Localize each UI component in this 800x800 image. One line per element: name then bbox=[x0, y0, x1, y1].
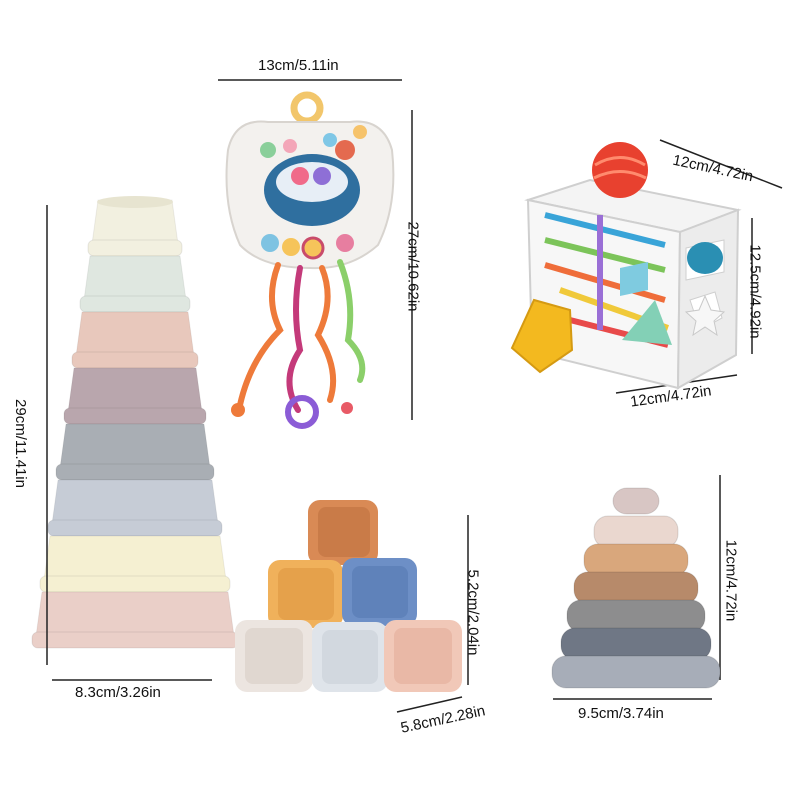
cube-height-label: 12.5cm/4.92in bbox=[746, 244, 764, 339]
pull-toy-height-label: 27cm/10.62in bbox=[404, 221, 422, 312]
cup-rim bbox=[71, 351, 199, 369]
cup-rim bbox=[39, 575, 231, 593]
stacking-ring bbox=[560, 627, 712, 661]
rings-height-label: 12cm/4.72in bbox=[722, 539, 740, 622]
cube-depth-line bbox=[659, 139, 783, 189]
stacking-ring bbox=[593, 515, 679, 549]
cup bbox=[43, 535, 227, 581]
pull-toy-width-label: 13cm/5.11in bbox=[258, 57, 339, 74]
cup-rim bbox=[31, 631, 239, 649]
stacking-ring bbox=[583, 543, 689, 577]
stacking-cups-illustration bbox=[31, 196, 239, 681]
cup bbox=[75, 311, 195, 357]
pull-string-toy-illustration bbox=[218, 79, 413, 429]
stacking-ring bbox=[573, 571, 699, 605]
cup bbox=[51, 479, 219, 525]
stacking-rings-illustration bbox=[551, 475, 721, 700]
blocks-height-label: 5.2cm/2.04in bbox=[464, 569, 482, 656]
soft-blocks-illustration bbox=[235, 500, 469, 713]
cup bbox=[83, 255, 187, 301]
cup-rim bbox=[79, 295, 191, 313]
cup bbox=[35, 591, 235, 637]
cup-rim bbox=[47, 519, 223, 537]
cup-opening bbox=[97, 196, 173, 208]
stacking-ring bbox=[566, 599, 706, 633]
stacking-ring bbox=[551, 655, 721, 689]
blocks-width-line bbox=[396, 696, 463, 713]
cup-rim bbox=[87, 239, 183, 257]
cup-rim bbox=[55, 463, 215, 481]
shape-sorter-cube-illustration bbox=[510, 139, 783, 394]
rings-width-label: 9.5cm/3.74in bbox=[578, 705, 664, 722]
cup-rim bbox=[63, 407, 207, 425]
cups-width-label: 8.3cm/3.26in bbox=[75, 684, 161, 701]
cup bbox=[59, 423, 211, 469]
stacking-ring bbox=[612, 487, 660, 515]
cup bbox=[67, 367, 203, 413]
cups-height-label: 29cm/11.41in bbox=[11, 399, 29, 488]
